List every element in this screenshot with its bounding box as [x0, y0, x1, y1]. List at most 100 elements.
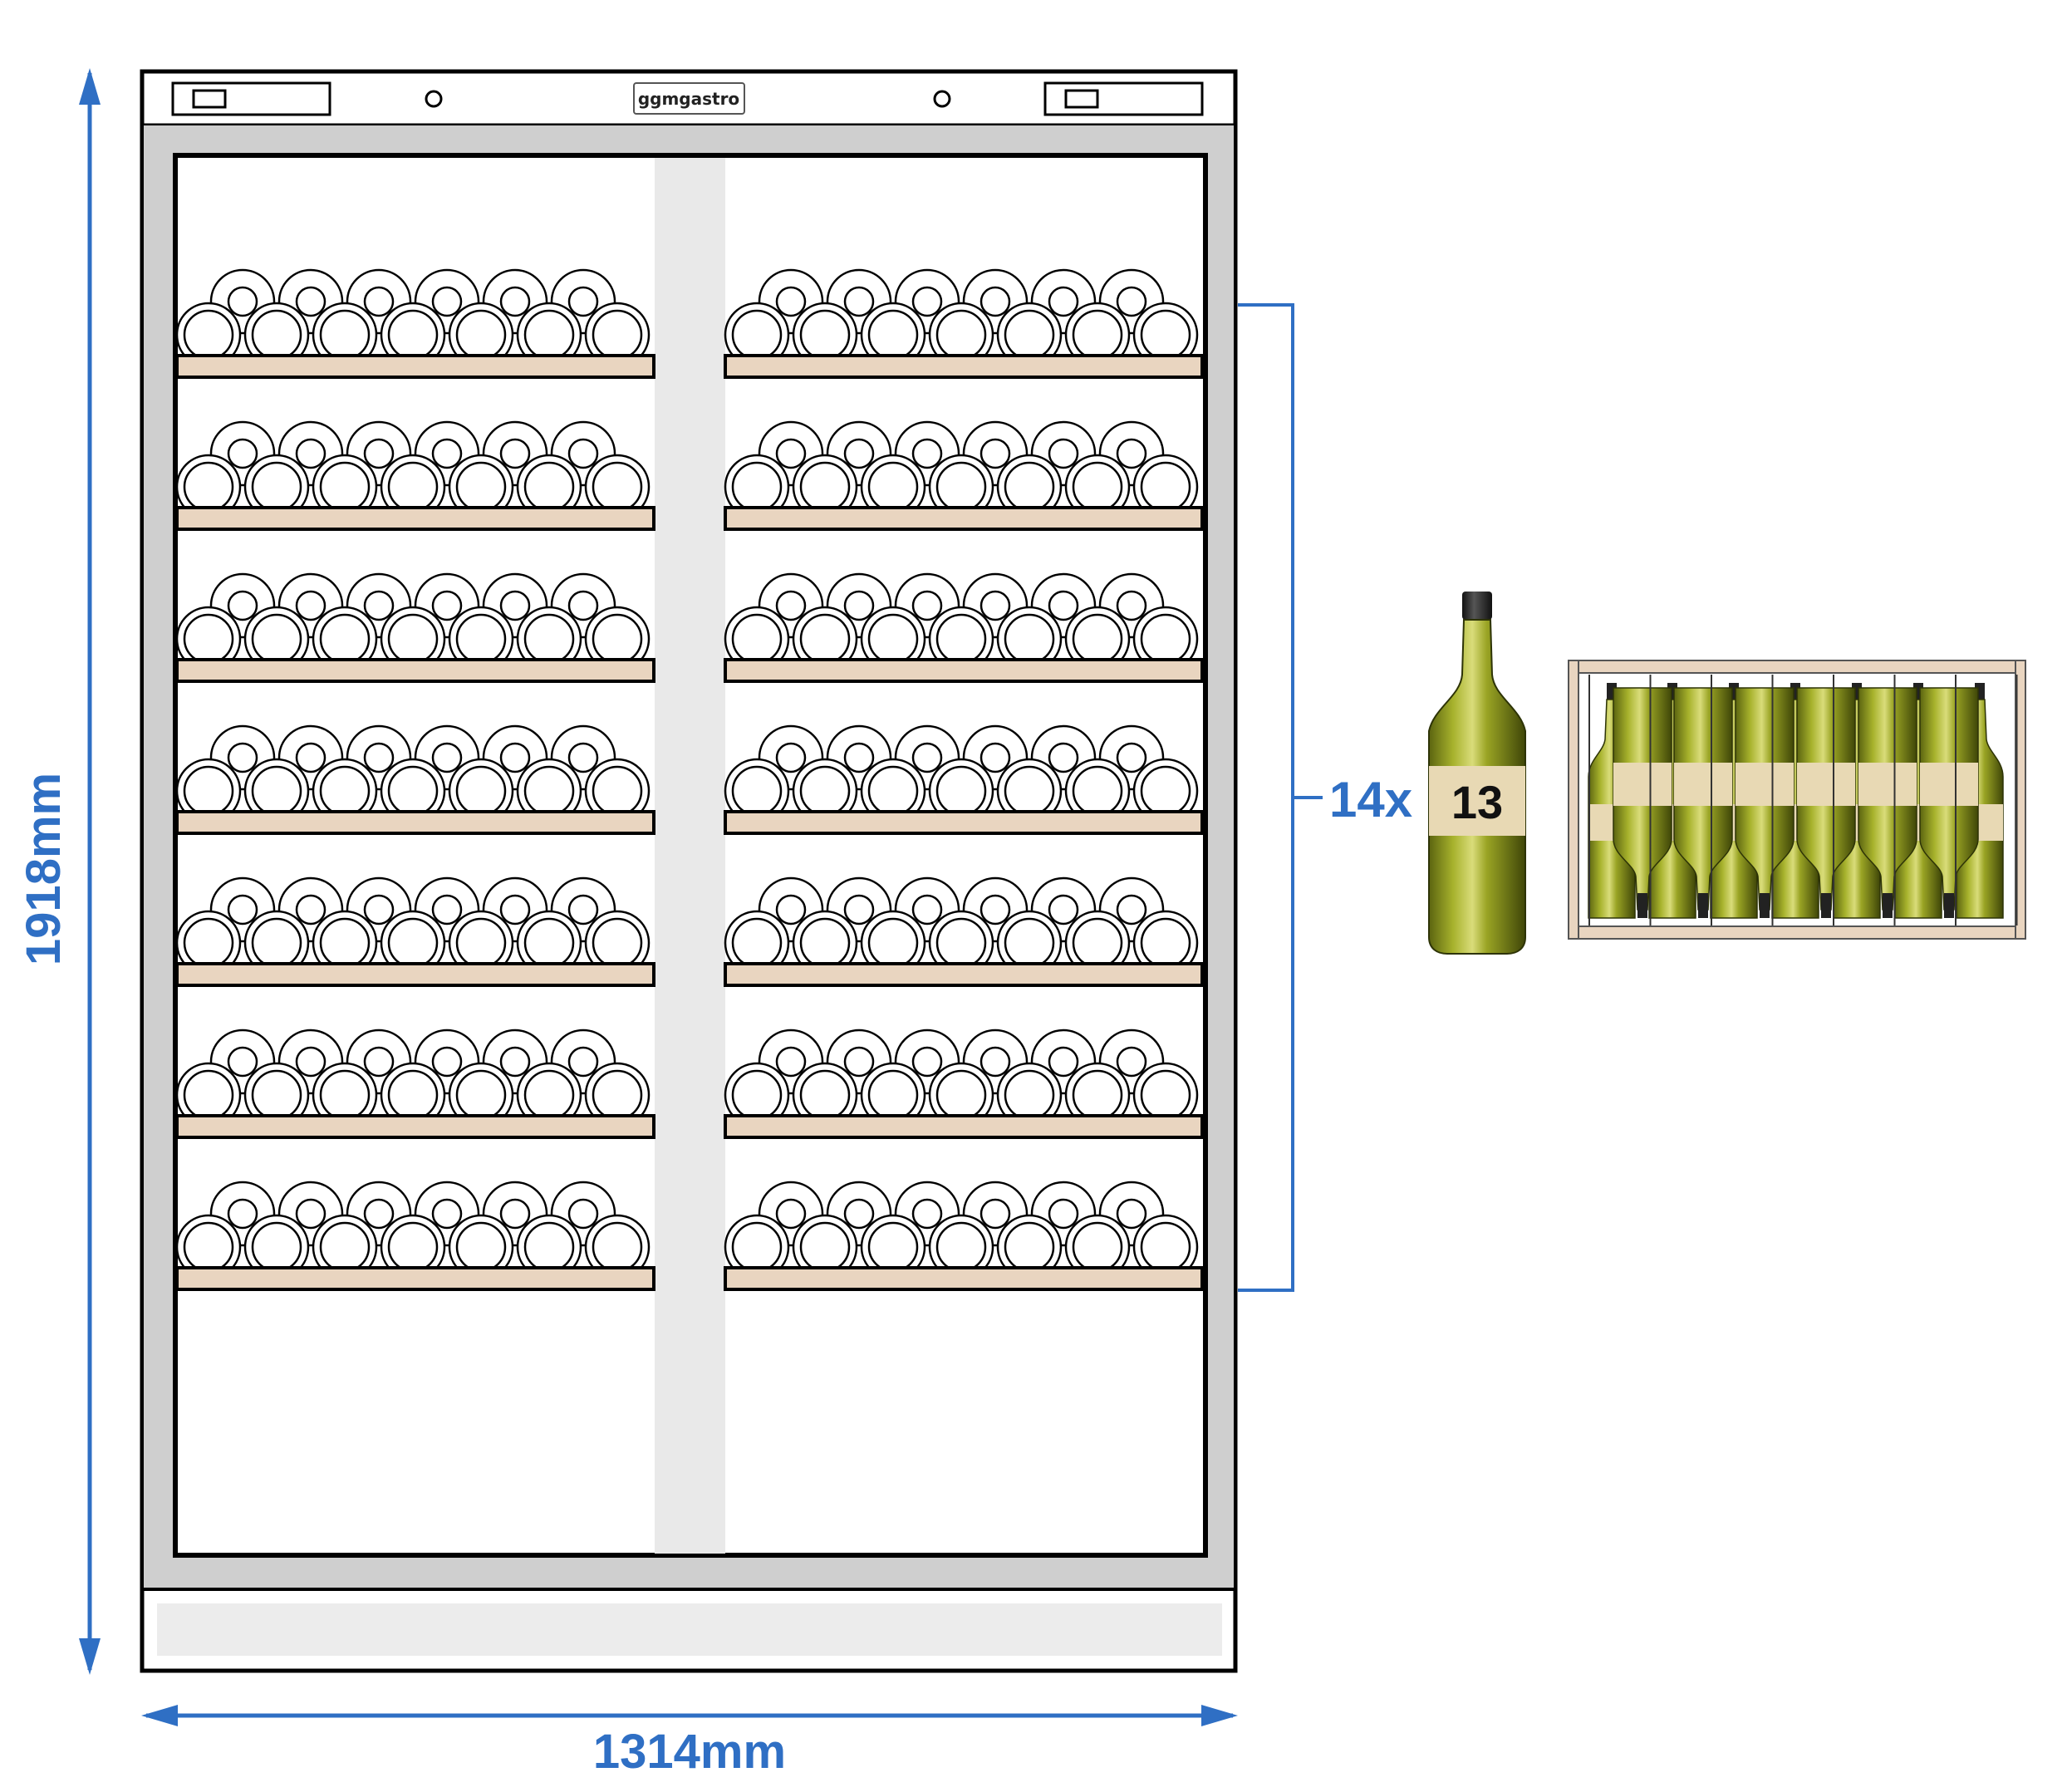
bottle-punt-back [775, 590, 807, 621]
bottle-punt-back [1048, 742, 1079, 773]
bottle-bottom-inner [592, 1069, 643, 1121]
bottle-punt-back [227, 286, 258, 317]
wine-bottle-icon: 13 [1428, 592, 1526, 955]
bottle-label [1674, 763, 1732, 806]
side-bottle-down [1613, 687, 1672, 918]
bottle-bottom-inner [1140, 1221, 1191, 1273]
bottle-punt-back [979, 286, 1011, 317]
bottle-punt-back [775, 438, 807, 469]
side-bottle-down [1796, 687, 1856, 918]
bottle-bottom-inner [935, 917, 987, 969]
bottle-bottom-inner [935, 1221, 987, 1273]
bottle-punt-back [775, 1198, 807, 1230]
bottle-bottom-inner [1072, 765, 1123, 817]
bottle-bottom-inner [1072, 613, 1123, 665]
shelf-row [724, 420, 1204, 531]
bottle-punt-back [363, 742, 395, 773]
bottle-punt-back [1116, 894, 1147, 925]
bottle-punt-back [431, 590, 463, 621]
shelf-row [175, 572, 655, 683]
bottle-bottom-inner [251, 309, 302, 361]
shelf-board [724, 810, 1204, 835]
bottle-punt-back [1116, 1046, 1147, 1078]
shelf-board [724, 354, 1204, 379]
bottle-bottom-inner [799, 765, 851, 817]
shelf-side-view [1568, 660, 2026, 940]
bottle-bottom-inner [319, 765, 371, 817]
bottle-bottom-inner [1004, 461, 1055, 513]
bottle-bottom-inner [799, 309, 851, 361]
shelf-row [175, 1181, 655, 1291]
bottle-punt-back [1116, 590, 1147, 621]
bottle-bottom-inner [455, 1221, 507, 1273]
bottle-bottom-inner [867, 917, 919, 969]
bottle-punt-back [227, 438, 258, 469]
bottle-bottom-inner [319, 613, 371, 665]
bottle-bottom-inner [731, 309, 783, 361]
shelf-board [724, 1114, 1204, 1139]
bottle-punt-back [979, 438, 1011, 469]
bottle-bottom-inner [455, 1069, 507, 1121]
brand-badge [633, 82, 745, 115]
bottle-bottom-inner [183, 309, 234, 361]
base-grille [157, 1603, 1222, 1656]
shelf-row [175, 268, 655, 379]
shelf-board [175, 810, 655, 835]
bottle-bottom-inner [731, 1069, 783, 1121]
bottle-punt-back [911, 894, 943, 925]
bottle-bottom-inner [523, 917, 575, 969]
bottle-punt-back [1048, 1198, 1079, 1230]
bottle-punt-back [567, 286, 599, 317]
bottle-cap [1462, 592, 1492, 620]
bottle-punt-back [431, 1046, 463, 1078]
bottle-bottom-inner [1072, 309, 1123, 361]
bottle-bottom-inner [523, 461, 575, 513]
bottle-bottom-inner [1004, 917, 1055, 969]
bottle-punt-back [567, 1198, 599, 1230]
bottle-punt-back [227, 742, 258, 773]
bottle-bottom-inner [592, 917, 643, 969]
bottle-bottom-inner [387, 309, 439, 361]
bottle-bottom-inner [319, 309, 371, 361]
bottle-punt-back [567, 742, 599, 773]
bottle-label [1797, 763, 1855, 806]
shelf-board [175, 354, 655, 379]
bottle-bottom-inner [1004, 765, 1055, 817]
bottle-bottom-inner [183, 917, 234, 969]
shelf-row [175, 1029, 655, 1139]
bottle-cap [1760, 893, 1770, 918]
bottle-bottom-inner [799, 1221, 851, 1273]
bottle-bottom-inner [799, 917, 851, 969]
bottle-punt-back [567, 1046, 599, 1078]
bottle-punt-back [363, 590, 395, 621]
bottle-punt-back [295, 438, 326, 469]
bottle-punt-back [1048, 286, 1079, 317]
bottle-bottom-inner [867, 309, 919, 361]
side-bottle-down [1735, 687, 1795, 918]
bottle-bottom-inner [1072, 461, 1123, 513]
bottle-punt-back [431, 894, 463, 925]
bottle-punt-back [227, 590, 258, 621]
bottle-label [1858, 763, 1917, 806]
bottle-punt-back [363, 1198, 395, 1230]
bottle-punt-back [567, 590, 599, 621]
bottle-punt-back [431, 742, 463, 773]
bottle-punt-back [1116, 438, 1147, 469]
side-bottle-down [1919, 687, 1979, 918]
bottle-bottom-inner [319, 461, 371, 513]
bottle-punt-back [363, 286, 395, 317]
shelf-count-label: 14x [1329, 772, 1412, 827]
bottle-punt-back [843, 286, 875, 317]
bottle-bottom-inner [523, 765, 575, 817]
bottle-punt-back [499, 590, 531, 621]
shelf-board [175, 506, 655, 531]
bottle-cap [1944, 893, 1954, 918]
bottle-cap [1821, 893, 1831, 918]
bottle-label [1920, 763, 1978, 806]
bottle-punt-back [295, 590, 326, 621]
bottle-bottom-inner [251, 917, 302, 969]
width-arrow-right-icon [1201, 1705, 1238, 1726]
shelf-row [175, 724, 655, 835]
bottle-punt-back [227, 1046, 258, 1078]
bottle-bottom-inner [1140, 917, 1191, 969]
